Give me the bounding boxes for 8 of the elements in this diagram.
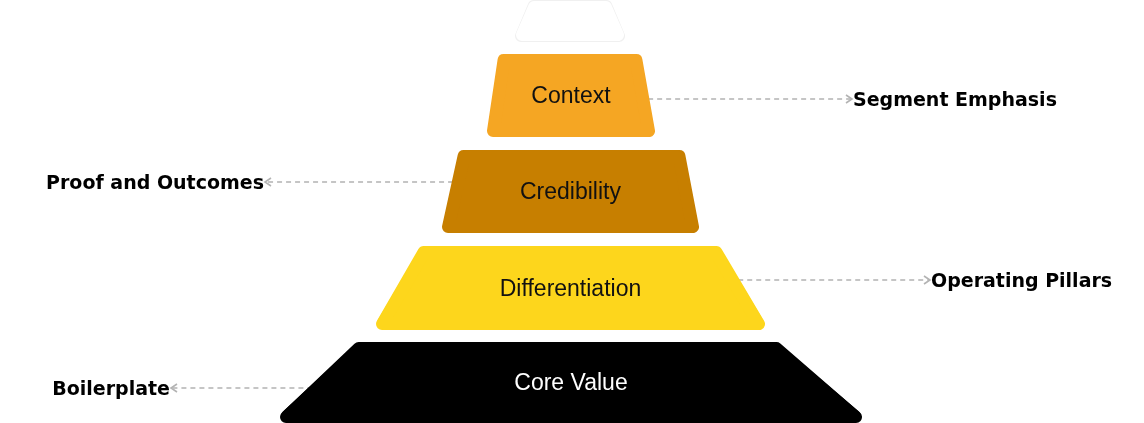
tier-label: Differentiation [499, 273, 642, 303]
tier-label: Context [531, 81, 611, 111]
tier-label: Credibility [520, 177, 621, 207]
tier-label: Core Value [514, 368, 628, 398]
side-label: Boilerplate [52, 375, 170, 401]
side-label: Segment Emphasis [853, 86, 1057, 112]
side-label: Operating Pillars [931, 267, 1113, 293]
side-label: Proof and Outcomes [46, 169, 264, 195]
